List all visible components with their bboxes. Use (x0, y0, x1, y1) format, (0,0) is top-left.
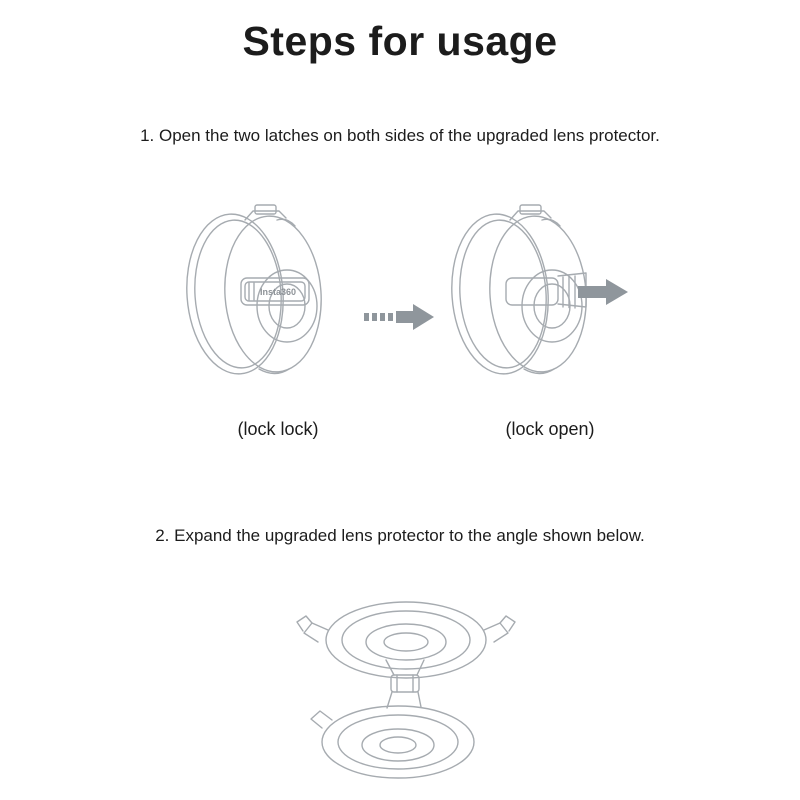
expanded-top-half (296, 601, 516, 679)
caption-lock-locked: (lock lock) (237, 419, 319, 439)
expanded-bottom-half (310, 705, 475, 779)
transition-arrow-icon (364, 304, 434, 330)
brand-label: Insta360 (260, 287, 296, 297)
step-2-text: 2. Expand the upgraded lens protector to… (155, 526, 645, 545)
latch-open-arrow-icon (578, 279, 628, 305)
step-1-text: 1. Open the two latches on both sides of… (140, 126, 660, 145)
pixel-arrow (364, 304, 434, 330)
latch-band-locked (240, 277, 310, 306)
lens-protector-open-drawing (451, 204, 628, 375)
hinge (385, 659, 425, 709)
caption-lock-open: (lock open) (505, 419, 595, 439)
lens-protector-expanded-drawing (296, 601, 516, 779)
lens-body-locked (186, 204, 322, 375)
lens-protector-locked-drawing: Insta360 (186, 204, 322, 375)
page-title: Steps for usage (242, 18, 558, 64)
